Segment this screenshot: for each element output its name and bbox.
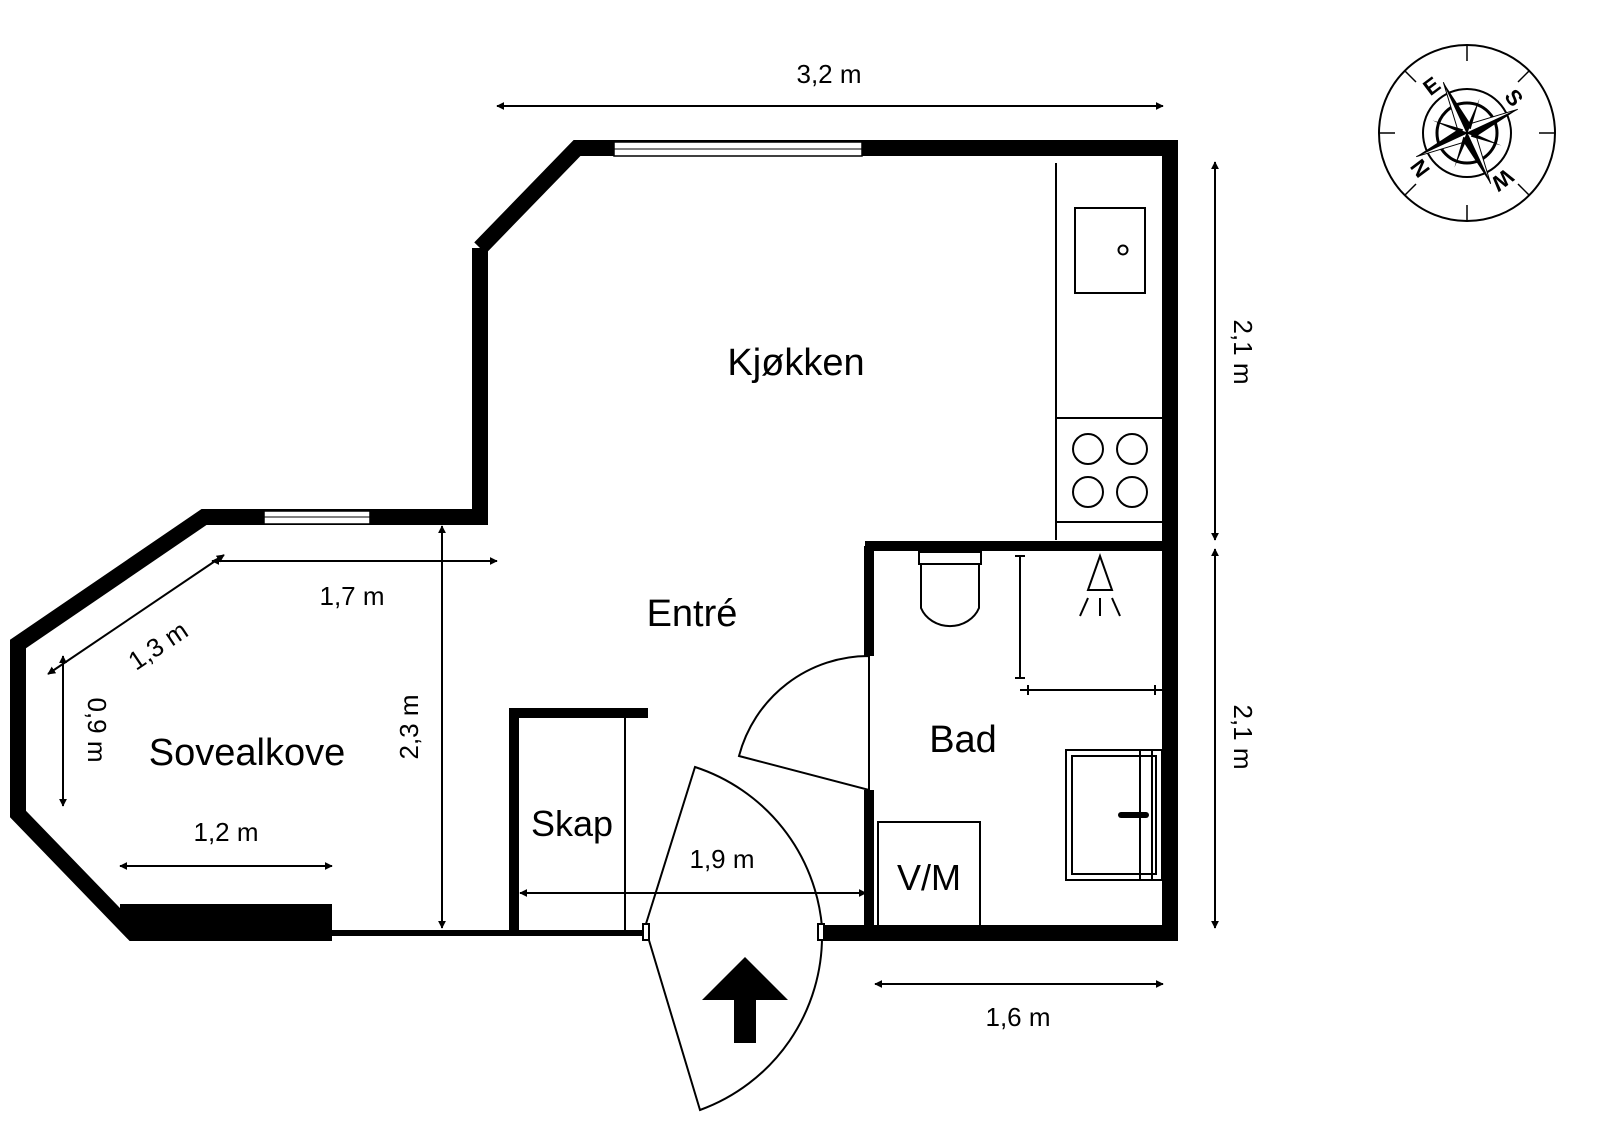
dim-label-entrance: 1,9 m bbox=[689, 844, 754, 874]
dim-label-alcove-side: 0,9 m bbox=[82, 697, 112, 762]
compass-rose-icon: E S N W bbox=[1378, 44, 1556, 222]
dim-label-bottom-bath: 1,6 m bbox=[985, 1002, 1050, 1032]
stove-icon bbox=[1072, 433, 1148, 508]
shower bbox=[1015, 552, 1162, 695]
room-label-bedroom-alcove: Sovealkove bbox=[149, 732, 345, 774]
dim-label-right-lower: 2,1 m bbox=[1228, 704, 1258, 769]
room-label-laundry: V/M bbox=[897, 857, 961, 898]
dim-label-alcove-diagonal: 1,3 m bbox=[123, 615, 194, 676]
toilet-icon bbox=[918, 551, 982, 628]
dim-label-alcove-bottom: 1,2 m bbox=[193, 817, 258, 847]
windows bbox=[263, 141, 863, 525]
room-label-bathroom: Bad bbox=[929, 719, 997, 761]
doors bbox=[642, 654, 870, 1112]
bath-sink bbox=[1065, 749, 1163, 881]
sink bbox=[1074, 207, 1146, 294]
sink-drain-icon bbox=[1117, 244, 1129, 256]
interior-walls bbox=[509, 541, 1170, 933]
washer-machine bbox=[877, 821, 981, 931]
wall-top bbox=[474, 140, 1178, 941]
dimension-lines bbox=[47, 102, 1219, 988]
shower-head-icon bbox=[1079, 552, 1121, 617]
dim-label-alcove-top: 1,7 m bbox=[319, 581, 384, 611]
dim-label-right-upper: 2,1 m bbox=[1228, 319, 1258, 384]
room-label-kitchen: Kjøkken bbox=[727, 342, 864, 384]
entrance-door bbox=[643, 765, 824, 1112]
entry-arrow-icon bbox=[702, 957, 788, 1043]
kitchen-counter bbox=[1055, 163, 1162, 540]
bathroom-door bbox=[737, 654, 870, 792]
dim-label-alcove-height: 2,3 m bbox=[394, 694, 424, 759]
dim-line-alcove-diagonal bbox=[47, 554, 225, 675]
dim-label-top: 3,2 m bbox=[796, 59, 861, 89]
room-label-entrance: Entré bbox=[647, 593, 738, 635]
room-label-closet: Skap bbox=[531, 803, 613, 844]
wall-block-bottom-left bbox=[120, 904, 332, 939]
bathroom-fixtures bbox=[877, 551, 1163, 931]
